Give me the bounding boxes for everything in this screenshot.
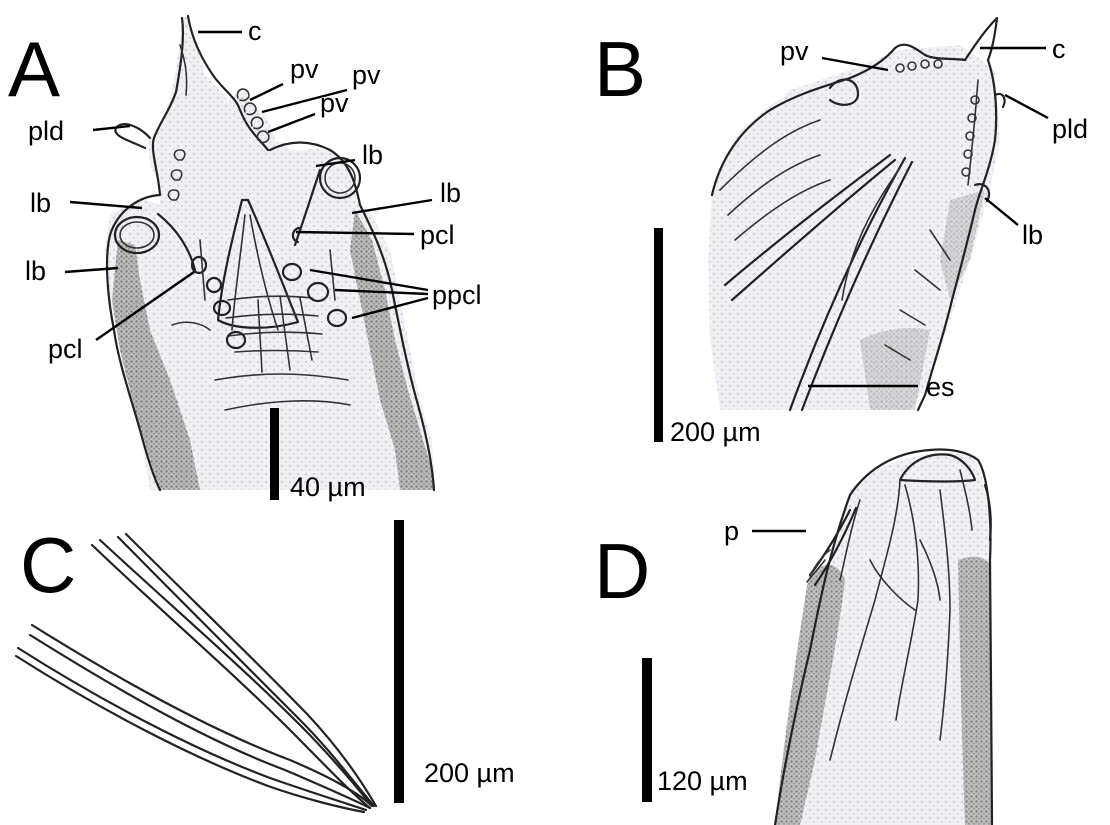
scalebar-b — [654, 228, 663, 442]
panel-d-letter: D — [594, 527, 650, 615]
label-b-pv: pv — [780, 36, 809, 66]
panel-b: B — [594, 18, 1088, 447]
label-a-ppcl: ppcl — [432, 280, 482, 310]
panel-b-letter: B — [594, 25, 646, 113]
label-a-pcl2: pcl — [48, 334, 83, 364]
label-d-p: p — [724, 516, 739, 546]
label-a-pcl1: pcl — [420, 220, 455, 250]
panel-d: D p 120 µm — [594, 449, 992, 825]
scale-label-b: 200 µm — [670, 417, 761, 447]
panel-d-specimen — [775, 449, 992, 825]
panel-a: A — [8, 15, 482, 502]
label-a-pv2: pv — [352, 60, 381, 90]
label-a-lb3: lb — [440, 178, 461, 208]
scale-label-d: 120 µm — [657, 766, 748, 796]
panel-a-letter: A — [8, 25, 60, 113]
scalebar-a — [270, 408, 279, 500]
label-b-c: c — [1052, 34, 1066, 64]
label-a-pld: pld — [28, 116, 64, 146]
label-b-lb: lb — [1022, 220, 1043, 250]
panel-b-specimen — [708, 18, 1005, 410]
label-a-pv3: pv — [320, 88, 349, 118]
label-a-c: c — [248, 16, 262, 46]
panel-c: C 200 µm — [16, 520, 515, 812]
label-b-es: es — [926, 372, 955, 402]
scalebar-d — [642, 658, 652, 802]
scalebar-c — [394, 520, 404, 803]
scale-label-c: 200 µm — [424, 758, 515, 788]
leader-b-pld — [1005, 95, 1048, 118]
leader-a-pv1 — [250, 84, 283, 100]
label-b-pld: pld — [1052, 114, 1088, 144]
leader-a-pv3 — [268, 114, 315, 132]
label-a-pv1: pv — [290, 54, 319, 84]
leader-b-lb — [985, 198, 1018, 225]
label-a-lb2: lb — [30, 188, 51, 218]
scale-label-a: 40 µm — [290, 472, 366, 502]
label-a-lb4: lb — [25, 256, 46, 286]
leader-a-pld — [93, 126, 130, 130]
panel-c-letter: C — [20, 521, 76, 609]
label-a-lb1: lb — [362, 140, 383, 170]
